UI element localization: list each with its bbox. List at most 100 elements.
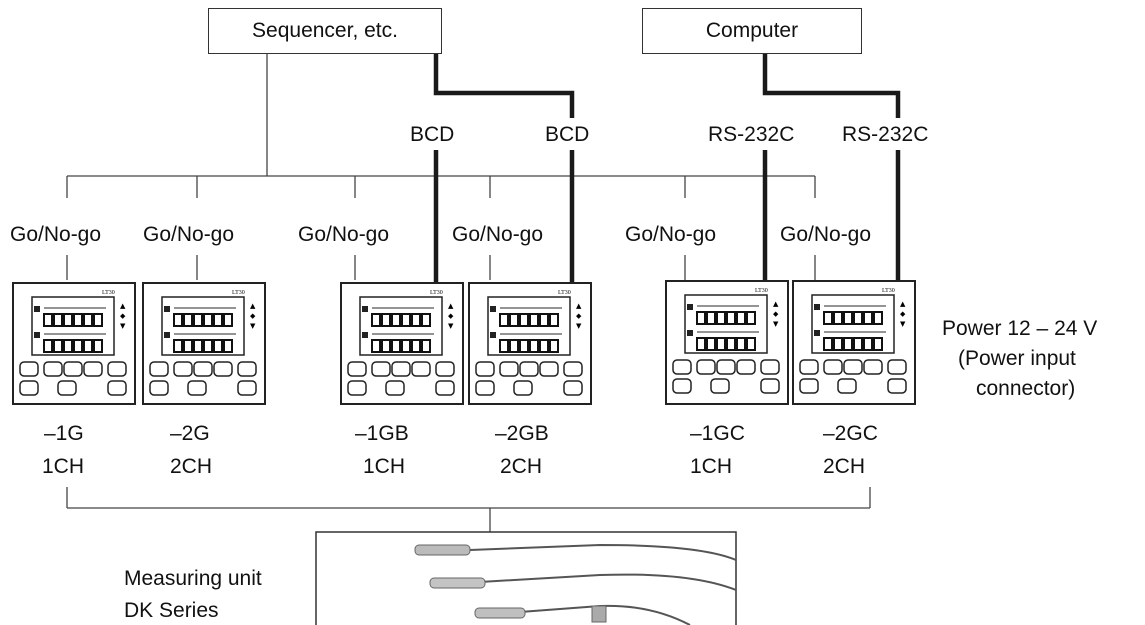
indicator-dot [687,304,693,310]
channel-label-2g: 2CH [170,455,213,478]
seven-seg-digit [549,313,559,327]
keypad-button [843,359,863,375]
go-nogo-label-5: Go/No-go [625,223,717,246]
indicator-arrow: ▲ [576,302,582,310]
keypad-button [149,380,169,396]
seven-seg-digit [83,339,93,353]
seven-seg-digit [421,339,431,353]
power-label-line1: Power 12 – 24 V [942,317,1098,340]
indicator-arrow: ▼ [448,322,454,330]
keypad-button [736,359,756,375]
measuring-unit-photo [315,531,737,625]
keypad-button [799,359,819,375]
sequencer-box: Sequencer, etc. [208,8,442,54]
indicator-arrow: ◆ [250,312,256,320]
model-label-2gc: –2GC [823,422,878,445]
probe-illustration [414,543,737,625]
indicator-arrow: ◆ [900,310,906,318]
seven-seg-digit [93,339,103,353]
seven-seg-digit [193,313,203,327]
indicator-arrow: ▼ [576,322,582,330]
seven-seg-digit [539,339,549,353]
panel-brand: LT30 [430,290,443,296]
seven-seg-digit [411,313,421,327]
channel-label-1gc: 1CH [690,455,733,478]
indicator-arrow: ▼ [250,322,256,330]
bcd-label-2: BCD [545,123,590,146]
keypad-button [887,378,907,394]
indicator-arrow: ◆ [773,310,779,318]
indicator-arrow: ▲ [250,302,256,310]
indicator-dot [687,330,693,336]
indicator-dot [34,332,40,338]
keypad-button [83,361,103,377]
indicator-arrow: ▲ [773,300,779,308]
keypad-button [519,361,539,377]
model-label-1gc: –1GC [690,422,745,445]
indicator-arrow: ▼ [120,322,126,330]
keypad-button [107,380,127,396]
keypad-button [237,380,257,396]
seven-seg-digit [401,339,411,353]
seven-seg-digit [529,313,539,327]
keypad-button [672,359,692,375]
seven-seg-digit [499,313,509,327]
seven-seg-digit [401,313,411,327]
seven-seg-digit [833,311,843,325]
keypad-button [475,361,495,377]
seven-seg-digit [203,313,213,327]
indicator-arrow: ◆ [120,312,126,320]
seven-seg-digit [843,311,853,325]
channel-label-2gb: 2CH [500,455,543,478]
seven-seg-digit [73,339,83,353]
indicator-dot [490,306,496,312]
go-nogo-label-3: Go/No-go [298,223,390,246]
seven-seg-digit [203,339,213,353]
seven-seg-digit [83,313,93,327]
power-label-line3: connector) [976,377,1076,400]
panel-face: LT30▲◆▼ [672,288,780,394]
keypad-button [411,361,431,377]
seven-seg-digit [173,339,183,353]
go-nogo-wiring [66,53,871,532]
seven-seg-digit [843,337,853,351]
keypad-button [760,359,780,375]
panel-brand: LT30 [232,290,245,296]
keypad-button [435,380,455,396]
panel-brand: LT30 [882,288,895,294]
display-unit-2gb: LT30▲◆▼ [468,282,592,405]
panel-face: LT30▲◆▼ [799,288,907,394]
measuring-unit-label: Measuring unit [124,567,262,590]
seven-seg-digit [213,339,223,353]
keypad-button [799,378,819,394]
indicator-dot [34,306,40,312]
keypad-button [499,361,519,377]
seven-seg-digit [53,313,63,327]
seven-seg-digit [736,311,746,325]
indicator-dot [362,306,368,312]
panel-face: LT30▲◆▼ [19,290,127,396]
seven-seg-digit [381,339,391,353]
measuring-series-label: DK Series [124,599,219,622]
keypad-button [863,359,883,375]
seven-seg-digit [716,311,726,325]
seven-seg-digit [706,337,716,351]
display-unit-2gc: LT30▲◆▼ [792,280,916,405]
computer-box: Computer [642,8,862,54]
keypad-button [696,359,716,375]
panel-brand: LT30 [558,290,571,296]
keypad-button [563,380,583,396]
keypad-button [475,380,495,396]
rs232c-label-1: RS-232C [708,123,795,146]
keypad-button [19,361,39,377]
keypad-button [57,380,77,396]
indicator-arrow: ▼ [900,320,906,328]
keypad-button [887,359,907,375]
sequencer-label: Sequencer, etc. [252,19,398,42]
seven-seg-digit [411,339,421,353]
seven-seg-digit [421,313,431,327]
display-unit-2g: LT30 ▲ ◆ ▼ [142,282,266,405]
seven-seg-digit [696,337,706,351]
keypad-button [149,361,169,377]
seven-seg-digit [746,311,756,325]
